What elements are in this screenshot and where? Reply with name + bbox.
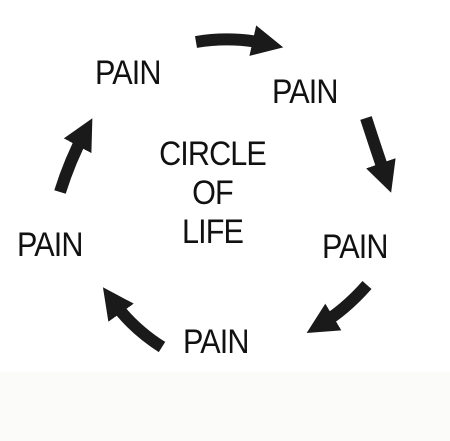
bottom-background-strip	[0, 372, 450, 441]
center-line-1: CIRCLE	[159, 135, 267, 173]
node-top-right: PAIN	[272, 73, 338, 111]
arrow-bottom-right	[306, 281, 372, 334]
node-bottom: PAIN	[183, 323, 249, 361]
node-left: PAIN	[17, 226, 83, 264]
node-right: PAIN	[322, 228, 388, 266]
node-top-left: PAIN	[95, 54, 161, 92]
center-label: CIRCLE OF LIFE	[130, 135, 295, 252]
arrow-right	[360, 116, 396, 193]
center-line-2: OF	[192, 174, 234, 212]
center-line-3: LIFE	[181, 213, 244, 251]
arrow-left	[54, 118, 93, 194]
arrow-bottom-left	[102, 287, 166, 353]
arrow-top	[195, 25, 284, 56]
